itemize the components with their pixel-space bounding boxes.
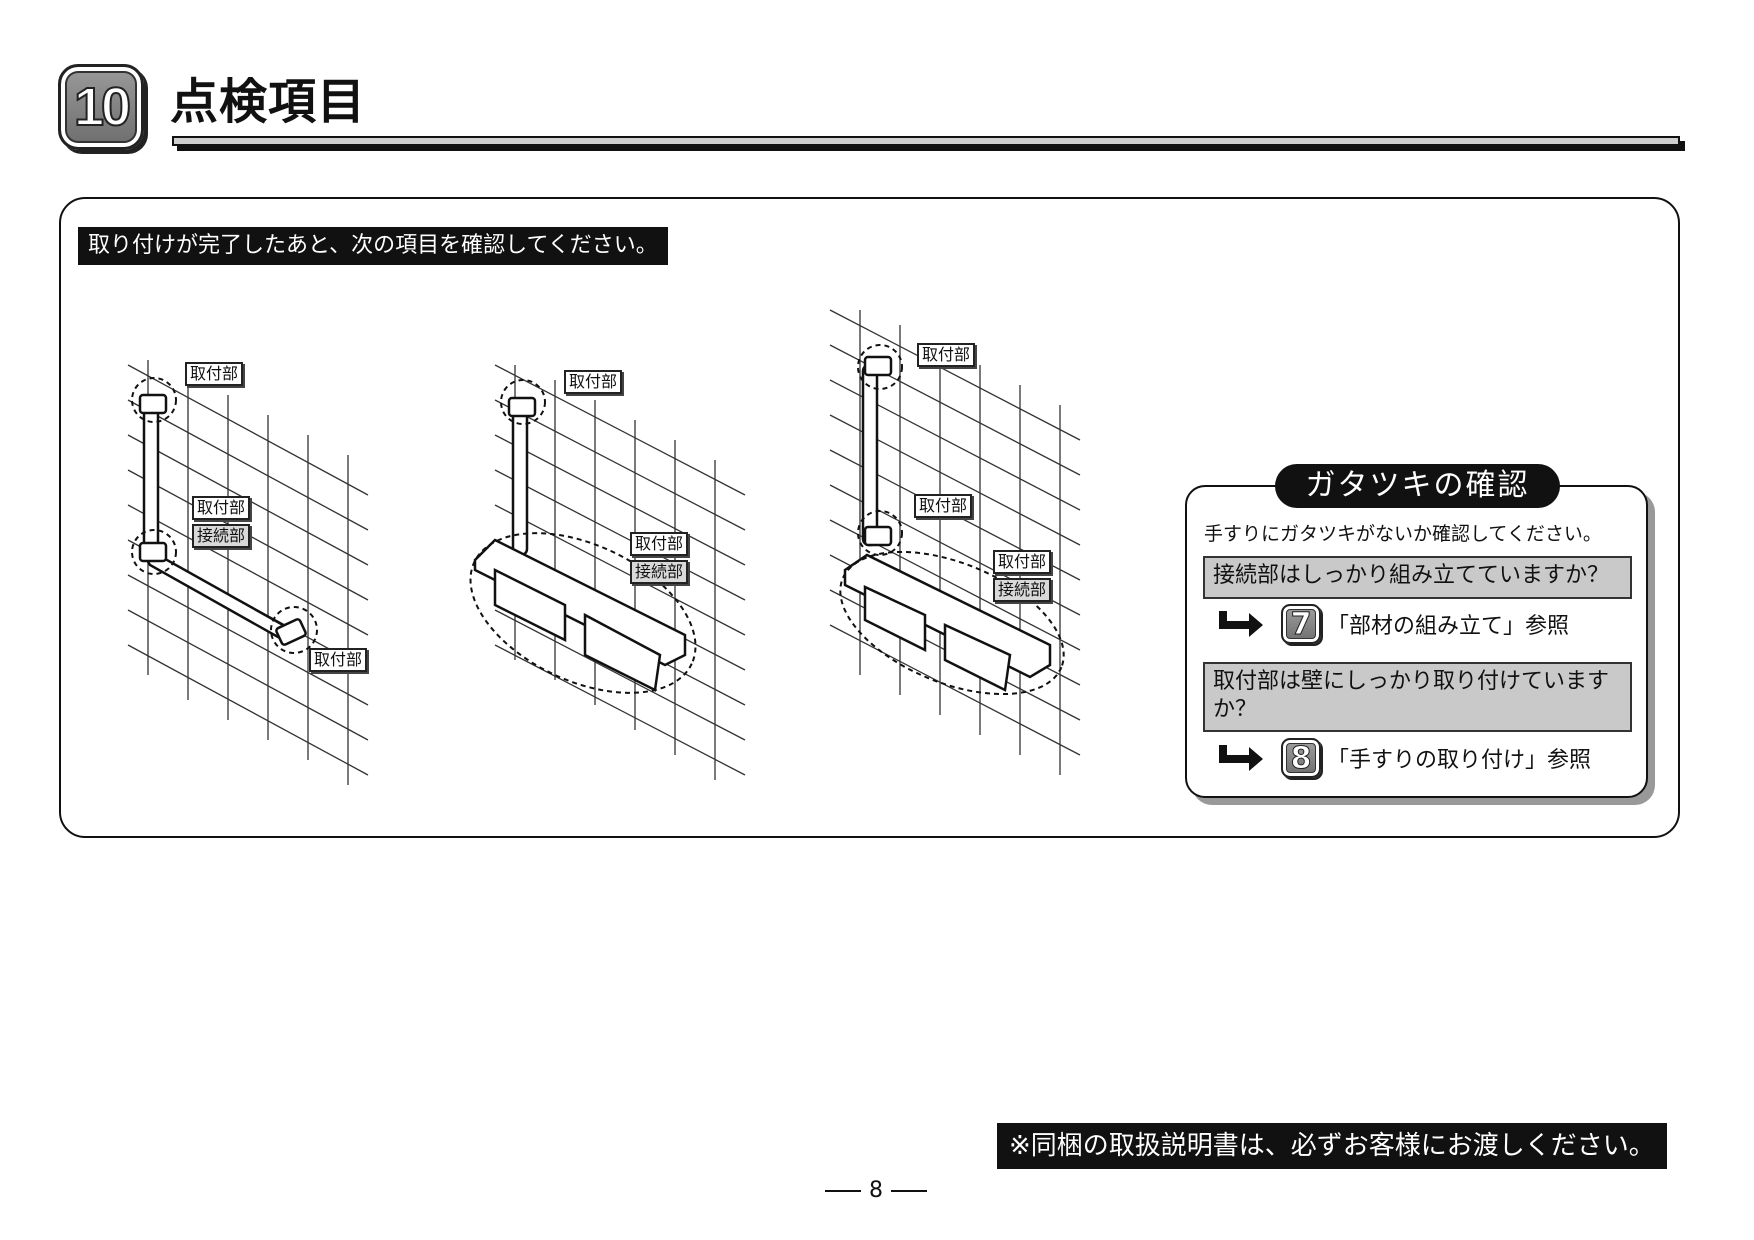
figure-shelf-handrail — [469, 364, 746, 780]
wobble-check-heading: ガタツキの確認 — [1275, 464, 1560, 508]
label-mount-point: 取付部 — [993, 550, 1052, 574]
wobble-check-box — [1185, 485, 1648, 798]
section-number-badge: 10 — [58, 64, 144, 150]
footer-note: ※同梱の取扱説明書は、必ずお客様にお渡しください。 — [997, 1123, 1667, 1169]
label-mount-point: 取付部 — [192, 496, 251, 520]
label-mount-point: 取付部 — [914, 494, 973, 518]
label-mount-point: 取付部 — [309, 648, 368, 672]
intro-banner: 取り付けが完了したあと、次の項目を確認してください。 — [78, 227, 668, 265]
reference-section-badge: 7 — [1281, 604, 1321, 644]
arrow-icon — [1219, 745, 1263, 771]
label-mount-point: 取付部 — [564, 370, 623, 394]
reference-row: 7 「部材の組み立て」参照 — [1215, 600, 1569, 648]
label-mount-point: 取付部 — [185, 362, 244, 386]
label-joint-point: 接続部 — [192, 524, 251, 548]
figure-l-shaped-handrail — [127, 360, 369, 785]
label-joint-point: 接続部 — [993, 578, 1052, 602]
page-number: 8 — [817, 1178, 935, 1203]
section-number: 10 — [73, 76, 132, 138]
page-number-value: 8 — [869, 1178, 883, 1203]
reference-row: 8 「手すりの取り付け」参照 — [1215, 734, 1591, 782]
handrail-shape — [138, 393, 307, 646]
check-question-joint: 接続部はしっかり組み立てていますか？ — [1203, 556, 1632, 599]
label-mount-point: 取付部 — [630, 532, 689, 556]
page-dash — [825, 1189, 861, 1192]
reference-text: 「手すりの取り付け」参照 — [1327, 748, 1592, 773]
inspection-panel — [59, 197, 1680, 838]
reference-section-badge: 8 — [1281, 738, 1321, 778]
reference-text: 「部材の組み立て」参照 — [1327, 614, 1570, 639]
title-underline — [172, 136, 1680, 146]
check-point-circles — [131, 377, 318, 654]
label-joint-point: 接続部 — [630, 560, 689, 584]
page-title: 点検項目 — [170, 74, 367, 130]
shelf-shape — [843, 355, 1052, 692]
wall-tile-grid — [127, 360, 369, 785]
check-question-mount: 取付部は壁にしっかり取り付けていますか？ — [1203, 662, 1632, 732]
label-mount-point: 取付部 — [917, 343, 976, 367]
figure-shelf-wall-rail — [829, 309, 1081, 775]
arrow-icon — [1219, 611, 1263, 637]
wobble-check-intro: 手すりにガタツキがないか確認してください。 — [1204, 523, 1602, 545]
page-dash — [891, 1189, 927, 1192]
